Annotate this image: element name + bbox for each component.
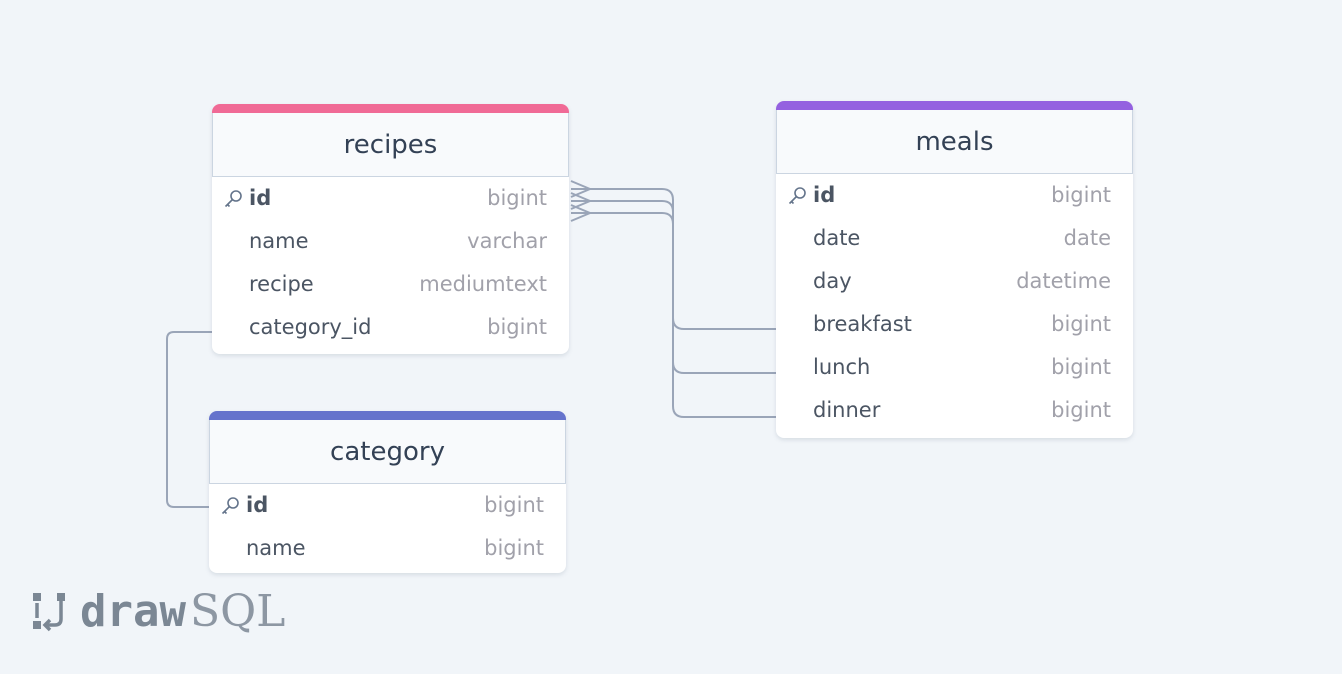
column-row-day[interactable]: day datetime [776,260,1133,303]
table-category[interactable]: category id bigint name bigint [209,411,566,573]
crows-foot-breakfast [570,180,593,198]
logo-text-sql: SQL [189,585,286,637]
column-type: bigint [484,536,544,560]
column-row-dinner[interactable]: dinner bigint [776,389,1133,432]
column-name: id [813,183,836,207]
column-name: name [246,536,306,560]
column-type: bigint [1051,398,1111,422]
column-type: datetime [1016,269,1111,293]
drawsql-logo: draw SQL [32,585,286,637]
table-meals[interactable]: meals id bigint date date day datetime b… [776,101,1133,438]
column-type: mediumtext [419,272,547,296]
column-type: bigint [487,315,547,339]
column-name: recipe [249,272,314,296]
connector-meals-dinner-recipes [571,212,776,418]
column-row-category-id[interactable]: category_id bigint [212,306,569,349]
key-icon [224,190,242,208]
column-type: bigint [1051,312,1111,336]
column-type: bigint [487,186,547,210]
table-accent-bar [212,104,569,113]
table-recipes[interactable]: recipes id bigint name varchar recipe me… [212,104,569,354]
column-name: day [813,269,852,293]
column-type: varchar [467,229,547,253]
column-name: name [249,229,309,253]
column-name: dinner [813,398,881,422]
column-type: date [1063,226,1111,250]
connector-recipes-category [166,331,212,508]
column-row-breakfast[interactable]: breakfast bigint [776,303,1133,346]
table-accent-bar [776,101,1133,110]
table-title[interactable]: meals [776,110,1133,174]
column-name: category_id [249,315,372,339]
column-name: id [246,493,269,517]
column-name: id [249,186,272,210]
table-title[interactable]: category [209,420,566,484]
column-name: breakfast [813,312,912,336]
column-row-lunch[interactable]: lunch bigint [776,346,1133,389]
crows-foot-lunch [570,192,593,210]
table-title[interactable]: recipes [212,113,569,177]
crows-foot-dinner [570,204,593,222]
table-accent-bar [209,411,566,420]
column-row-name[interactable]: name varchar [212,220,569,263]
drawsql-logo-icon [33,593,65,632]
logo-text-draw: draw [80,585,186,637]
column-row-date[interactable]: date date [776,217,1133,260]
column-type: bigint [1051,183,1111,207]
column-row-recipe[interactable]: recipe mediumtext [212,263,569,306]
column-name: date [813,226,861,250]
key-icon [788,187,806,205]
column-type: bigint [484,493,544,517]
column-row-id[interactable]: id bigint [209,484,566,527]
column-type: bigint [1051,355,1111,379]
column-row-id[interactable]: id bigint [212,177,569,220]
key-icon [221,497,239,515]
column-row-name[interactable]: name bigint [209,527,566,570]
column-name: lunch [813,355,871,379]
column-row-id[interactable]: id bigint [776,174,1133,217]
